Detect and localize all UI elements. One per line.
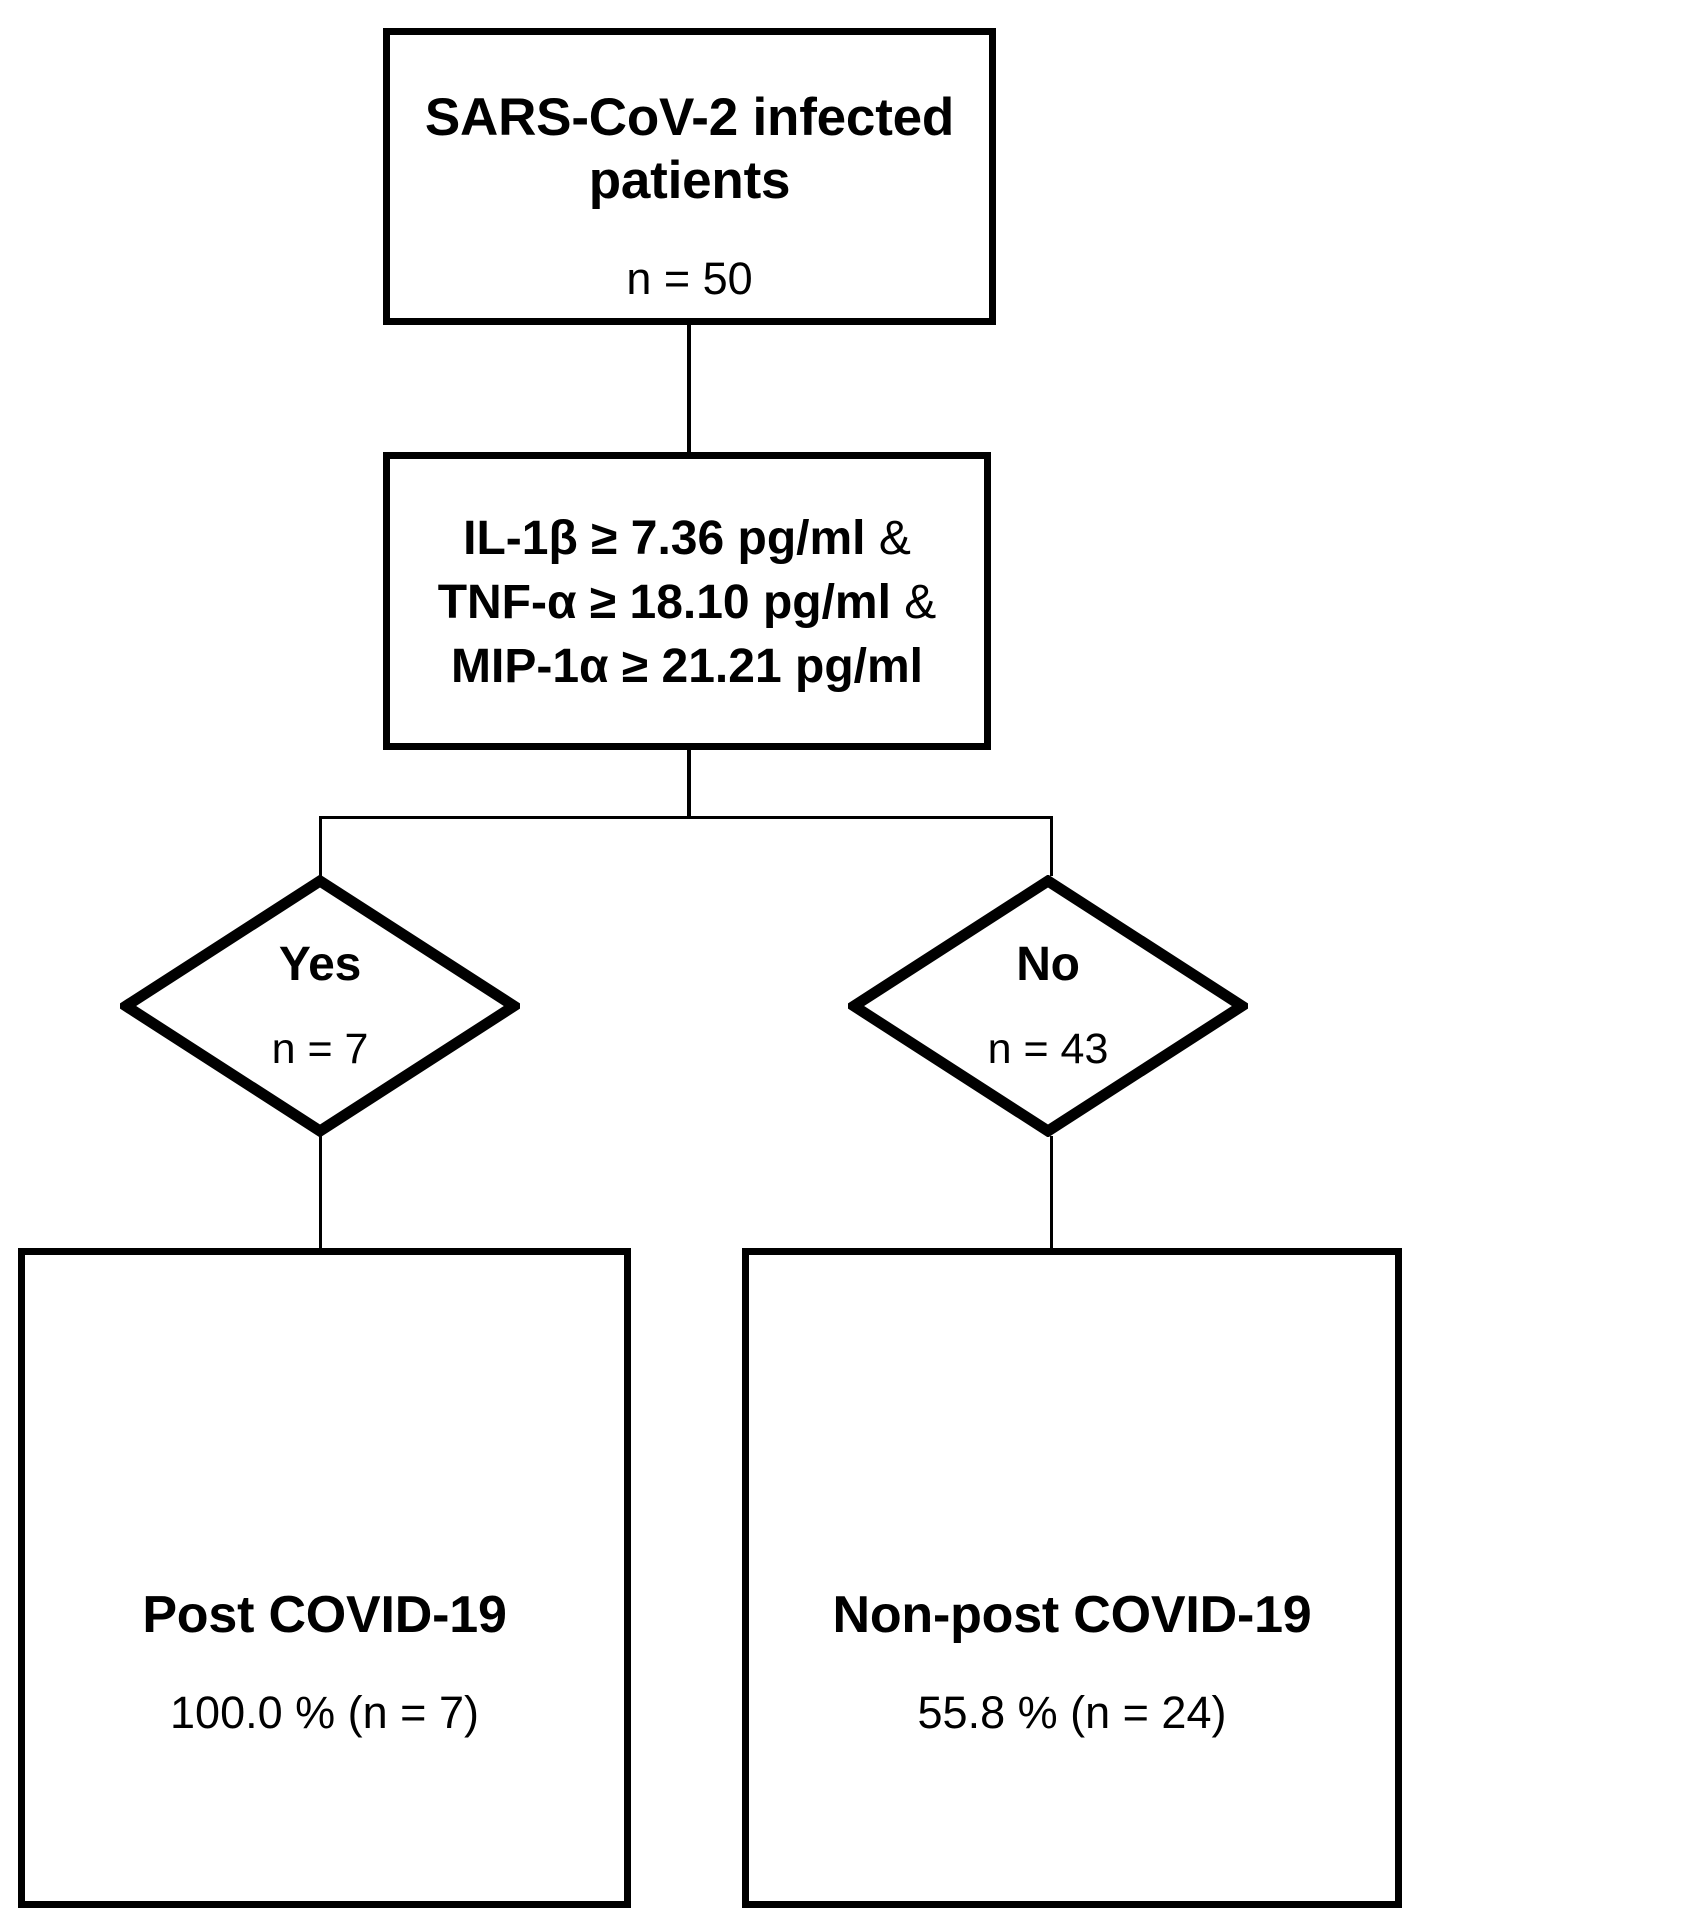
node-post-covid-19: Post COVID-19 100.0 % (n = 7) bbox=[18, 1248, 631, 1908]
connector-split-to-no bbox=[1050, 816, 1053, 876]
connector-yes-to-post-covid bbox=[319, 1136, 322, 1249]
post-covid-stat: 100.0 % (n = 7) bbox=[170, 1687, 479, 1739]
criteria-ampersand-1: & bbox=[878, 512, 911, 566]
no-diamond-text: No n = 43 bbox=[848, 875, 1248, 1137]
no-branch-count: n = 43 bbox=[987, 1024, 1109, 1073]
connector-root-to-criteria bbox=[687, 325, 691, 452]
post-covid-title: Post COVID-19 bbox=[142, 1586, 507, 1644]
connector-split-to-yes bbox=[319, 816, 322, 876]
node-no-branch: No n = 43 bbox=[848, 875, 1248, 1137]
non-post-covid-title: Non-post COVID-19 bbox=[832, 1586, 1312, 1644]
connector-no-to-non-post-covid bbox=[1050, 1136, 1053, 1249]
diamond-shape-yes bbox=[120, 875, 520, 1137]
criteria-ampersand-2: & bbox=[904, 576, 937, 630]
non-post-covid-stat: 55.8 % (n = 24) bbox=[917, 1687, 1227, 1739]
yes-branch-label: Yes bbox=[278, 937, 362, 991]
connector-split-bar bbox=[320, 816, 1053, 819]
criteria-condition-3: MIP-1α ≥ 21.21 pg/ml bbox=[451, 639, 923, 693]
criteria-condition-1: IL-1β ≥ 7.36 pg/ml bbox=[463, 512, 866, 566]
criteria-line-2: TNF-α ≥ 18.10 pg/ml & bbox=[438, 571, 937, 635]
connector-criteria-stem bbox=[687, 750, 691, 818]
node-non-post-covid-19: Non-post COVID-19 55.8 % (n = 24) bbox=[742, 1248, 1402, 1908]
no-branch-label: No bbox=[1016, 937, 1080, 991]
criteria-line-1: IL-1β ≥ 7.36 pg/ml & bbox=[463, 507, 911, 571]
node-yes-branch: Yes n = 7 bbox=[120, 875, 520, 1137]
yes-branch-count: n = 7 bbox=[271, 1024, 369, 1073]
criteria-line-3: MIP-1α ≥ 21.21 pg/ml bbox=[451, 635, 923, 699]
criteria-condition-2: TNF-α ≥ 18.10 pg/ml bbox=[437, 576, 891, 630]
diamond-shape-no bbox=[848, 875, 1248, 1137]
yes-diamond-text: Yes n = 7 bbox=[120, 875, 520, 1137]
root-node-title: SARS-CoV-2 infected patients bbox=[424, 88, 955, 210]
node-sars-cov-2-infected-patients: SARS-CoV-2 infected patients n = 50 bbox=[383, 28, 996, 325]
root-node-count: n = 50 bbox=[626, 253, 753, 305]
node-cytokine-criteria: IL-1β ≥ 7.36 pg/ml & TNF-α ≥ 18.10 pg/ml… bbox=[383, 452, 991, 750]
